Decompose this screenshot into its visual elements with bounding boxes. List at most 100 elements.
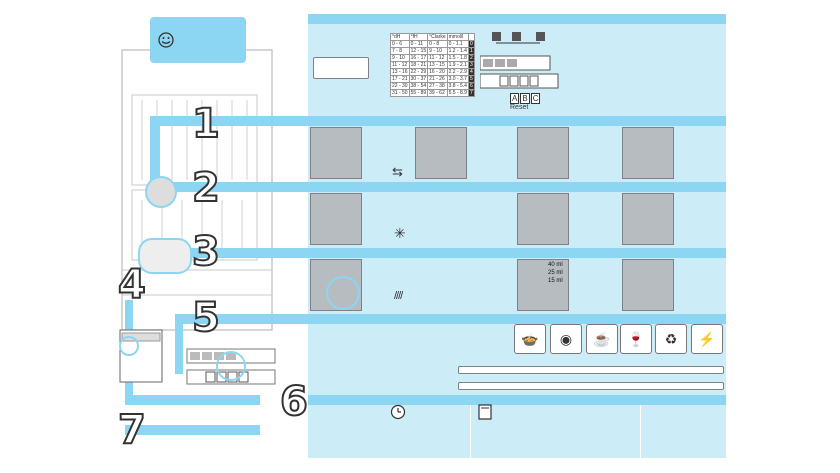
band-step-3	[308, 248, 726, 258]
quick-icon[interactable]: ⚡	[691, 324, 723, 354]
button-b[interactable]: B	[520, 93, 530, 104]
photo-detergent-close	[622, 259, 674, 311]
table-cell: 1.5 - 1.8	[446, 54, 469, 62]
pot-icon[interactable]: 🍲	[514, 324, 546, 354]
setting-buttons-diagram	[480, 32, 559, 89]
photo-rinse-open	[310, 193, 362, 245]
table-cell: 27 - 38	[427, 82, 448, 90]
dose-labels: 40 ml 25 ml 15 ml	[548, 261, 563, 285]
table-cell: 0 - 8	[427, 40, 448, 48]
plates-icon[interactable]: ◉	[550, 324, 582, 354]
table-cell-setting: 6	[467, 82, 475, 90]
connector-1	[150, 116, 308, 126]
table-header: °dH	[390, 33, 410, 41]
table-cell: 21 - 26	[427, 75, 448, 83]
table-cell: 13 - 15	[427, 61, 448, 69]
step-number-3: 3	[191, 229, 221, 275]
table-cell-setting: 3	[467, 61, 475, 69]
wine-glass-icon[interactable]: 🍷	[620, 324, 652, 354]
table-cell: 5.5 - 8.9	[446, 89, 469, 97]
connector-3	[180, 248, 308, 258]
dose-label: 40 ml	[548, 262, 563, 268]
blank-display-box	[313, 57, 369, 79]
table-header: °fH	[408, 33, 429, 41]
table-cell-setting: 0	[467, 40, 475, 48]
band-step-5	[308, 314, 726, 324]
cup-saucer-icon[interactable]: ☕	[586, 324, 618, 354]
connector-2	[170, 182, 308, 192]
table-cell-setting: 2	[467, 54, 475, 62]
table-cell: 0 - 11	[408, 40, 429, 48]
step-number-1: 1	[191, 101, 221, 147]
smiley-box	[150, 17, 246, 63]
button-a[interactable]: A	[510, 93, 520, 104]
display-icon	[478, 404, 492, 420]
table-cell: 11 - 12	[390, 61, 410, 69]
photo-salt-open	[310, 127, 362, 179]
info-bar-2	[458, 382, 724, 390]
table-cell-setting: 4	[467, 68, 475, 76]
table-cell: 22 - 30	[390, 82, 410, 90]
dishwasher-illustration	[121, 49, 273, 331]
table-cell: 3.8 - 5.4	[446, 82, 469, 90]
sparkle-icon: ✳	[394, 225, 406, 241]
connector-7	[125, 425, 260, 435]
connector-5	[175, 314, 308, 324]
band-step-2	[308, 182, 726, 192]
step-number-2: 2	[191, 165, 221, 211]
table-cell: 38 - 54	[408, 82, 429, 90]
table-cell: 16 - 20	[427, 68, 448, 76]
button-c[interactable]: C	[530, 93, 541, 104]
table-cell-setting: 1	[467, 47, 475, 55]
detergent-lines-icon: ////	[394, 290, 403, 302]
table-cell: 0 - 1.1	[446, 40, 469, 48]
table-cell: 12 - 15	[408, 47, 429, 55]
detergent-callout-circle	[326, 276, 360, 310]
table-header: °Clarke	[427, 33, 448, 41]
table-cell: 1.2 - 1.4	[446, 47, 469, 55]
connector-6	[125, 395, 260, 405]
table-cell: 55 - 89	[408, 89, 429, 97]
eco-icon[interactable]: ♻	[655, 324, 687, 354]
step-number-4: 4	[117, 262, 147, 308]
photo-salt-water	[517, 127, 569, 179]
column-divider	[640, 405, 641, 458]
connector-1-vertical	[150, 116, 160, 186]
table-cell: 3.0 - 3.7	[446, 75, 469, 83]
table-cell: 9 - 10	[390, 54, 410, 62]
smiley-face-icon	[158, 32, 174, 48]
table-cell: 2.2 - 2.9	[446, 68, 469, 76]
table-header: mmol/l	[446, 33, 469, 41]
step-number-7: 7	[117, 407, 147, 453]
table-cell: 13 - 16	[390, 68, 410, 76]
arrows-icon: ⇆	[392, 164, 403, 179]
step-number-5: 5	[191, 295, 221, 341]
dose-label: 25 ml	[548, 270, 563, 276]
table-cell: 31 - 50	[390, 89, 410, 97]
photo-detergent-measure	[517, 259, 569, 311]
table-cell: 22 - 29	[408, 68, 429, 76]
salt-container-callout	[145, 176, 177, 208]
table-cell: 9 - 10	[427, 47, 448, 55]
table-header-row: °dH °fH °Clarke mmol/l	[390, 33, 475, 41]
detergent-dispenser-callout	[138, 238, 192, 274]
table-cell: 0 - 6	[390, 40, 410, 48]
clock-icon	[390, 404, 406, 420]
table-cell-setting: 5	[467, 75, 475, 83]
dishwasher-small-icon	[119, 329, 163, 383]
column-divider	[470, 405, 471, 458]
photo-salt-fill	[415, 127, 467, 179]
table-cell: 7 - 8	[390, 47, 410, 55]
table-cell: 30 - 37	[408, 75, 429, 83]
connector-5-vertical	[175, 314, 183, 374]
photo-rinse-close	[622, 193, 674, 245]
control-panel-illustration	[186, 348, 276, 385]
band-step-1	[308, 116, 726, 126]
band-step-6	[308, 395, 726, 405]
